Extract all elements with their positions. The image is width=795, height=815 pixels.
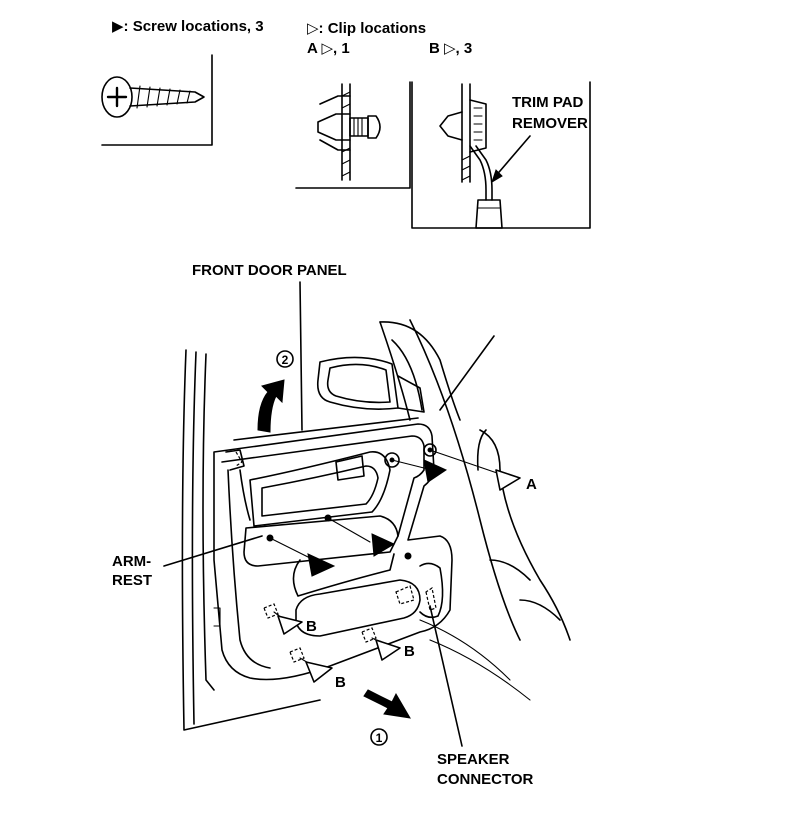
armrest-label-line2: REST bbox=[112, 572, 152, 589]
screw-location-arrows bbox=[269, 459, 448, 577]
clip-b-label-3: B bbox=[404, 643, 415, 660]
trim-pad-remover-label-line2: REMOVER bbox=[512, 115, 588, 132]
clip-location-arrows: A B B B bbox=[273, 449, 537, 691]
clip-locations-legend: ▷: Clip locations bbox=[307, 20, 426, 37]
screw-arrow-2 bbox=[307, 553, 336, 577]
clip-b-label-2: B bbox=[335, 674, 346, 691]
clip-b-count: B ▷, 3 bbox=[429, 40, 472, 57]
screw-locations-legend: ▶: Screw locations, 3 bbox=[112, 18, 264, 35]
speaker-connector-label: SPEAKER bbox=[437, 751, 510, 768]
screw-arrow-1 bbox=[423, 459, 448, 483]
door-pocket bbox=[295, 579, 421, 637]
armrest-label: ARM- bbox=[112, 553, 151, 570]
screw-icon bbox=[101, 76, 205, 118]
step-1-number: 1 bbox=[376, 731, 383, 745]
door-handle-recess bbox=[335, 455, 365, 481]
speaker-connector bbox=[425, 587, 437, 611]
vehicle-body-outline bbox=[181, 319, 571, 731]
step-2-lift-arrow: 2 bbox=[257, 350, 294, 433]
trim-pad-remover-arrowhead bbox=[491, 169, 503, 184]
clip-a-arrow bbox=[495, 469, 521, 491]
speaker-connector-leader bbox=[429, 605, 463, 747]
door-trim-panel bbox=[213, 417, 453, 681]
armrest-leader bbox=[163, 535, 263, 567]
clip-a-detail-inset bbox=[295, 81, 411, 189]
clip-a-label: A bbox=[526, 476, 537, 493]
screw-arrow-3 bbox=[371, 533, 396, 557]
trim-pad-remover-leader bbox=[493, 135, 531, 179]
side-mirror bbox=[316, 356, 425, 413]
clip-b-arrow-3 bbox=[375, 639, 401, 661]
clip-b-arrow-1 bbox=[277, 615, 303, 635]
screw-detail-inset bbox=[101, 54, 213, 146]
clip-b-detail-inset: TRIM PAD REMOVER bbox=[411, 81, 591, 229]
clip-b-icon bbox=[439, 99, 487, 153]
front-door-panel-label: FRONT DOOR PANEL bbox=[192, 262, 347, 279]
trim-pad-remover-label: TRIM PAD bbox=[512, 94, 584, 111]
clip-b-label-1: B bbox=[306, 618, 317, 635]
clip-a-icon bbox=[317, 95, 381, 151]
step-2-number: 2 bbox=[282, 353, 289, 367]
step-1-pull-arrow: 1 bbox=[363, 689, 411, 746]
armrest bbox=[243, 515, 399, 567]
trim-pad-remover-tool-icon bbox=[469, 145, 503, 229]
speaker-connector-label-line2: CONNECTOR bbox=[437, 771, 534, 788]
clip-b-arrow-2 bbox=[305, 661, 333, 683]
clip-a-count: A ▷, 1 bbox=[307, 40, 350, 57]
front-door-panel-leader bbox=[299, 281, 303, 431]
